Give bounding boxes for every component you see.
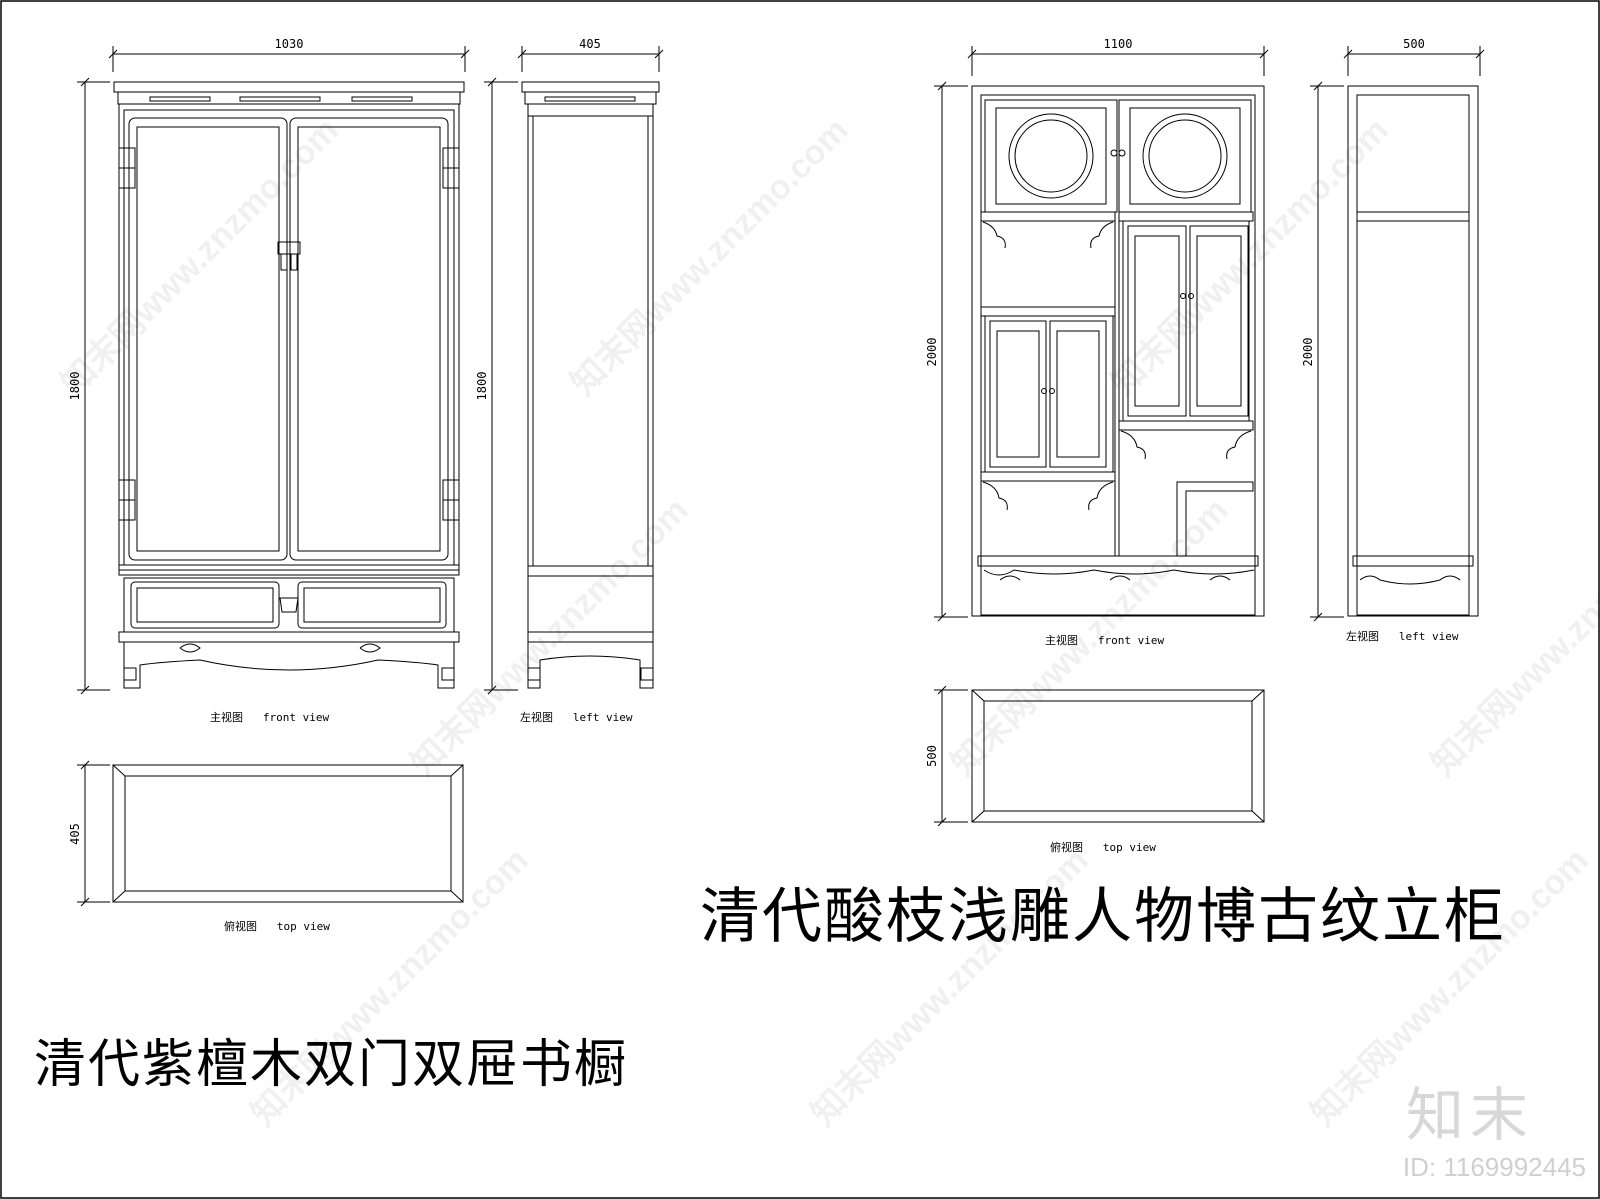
dim-left-side-height: 1800 — [475, 372, 489, 401]
dim-left-front-width: 1030 — [275, 37, 304, 51]
brand-logo: 知末 — [1405, 1081, 1534, 1149]
dim-left-top-depth: 405 — [68, 823, 82, 845]
caption-left-top-view: 俯视图 top view — [224, 919, 330, 933]
dim-left-side-width: 405 — [579, 37, 601, 51]
caption-right-side-view: 左视图 left view — [1346, 629, 1459, 643]
left-cabinet-front-view — [77, 46, 470, 695]
caption-left-front-view: 主视图 front view — [210, 710, 329, 724]
dim-left-front-height: 1800 — [68, 372, 82, 401]
dim-right-side-height: 2000 — [1301, 338, 1315, 367]
right-cabinet-top-view — [934, 685, 1265, 827]
dim-right-front-width: 1100 — [1104, 37, 1133, 51]
dim-right-top-depth: 500 — [925, 745, 939, 767]
title-left-cabinet: 清代紫檀木双门双屉书橱 — [34, 1035, 629, 1095]
right-cabinet-side-view — [1310, 46, 1485, 622]
left-cabinet-side-view — [484, 46, 664, 695]
dim-right-side-width: 500 — [1403, 37, 1425, 51]
right-cabinet-front-view — [934, 46, 1269, 622]
caption-right-front-view: 主视图 front view — [1045, 633, 1164, 647]
caption-right-top-view: 俯视图 top view — [1050, 840, 1156, 854]
dim-right-front-height: 2000 — [925, 338, 939, 367]
caption-left-side-view: 左视图 left view — [520, 710, 633, 724]
asset-id-label: ID: 1169992445 — [1402, 1152, 1586, 1182]
left-cabinet-top-view — [77, 760, 464, 907]
title-right-cabinet: 清代酸枝浅雕人物博古纹立柜 — [700, 882, 1506, 952]
